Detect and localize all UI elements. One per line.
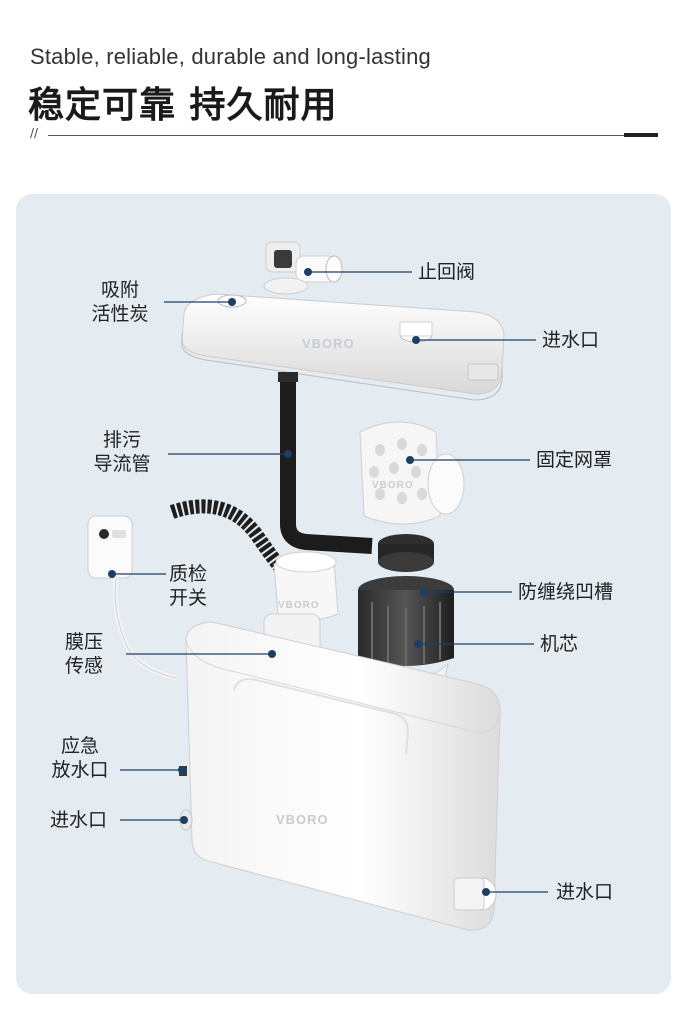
impeller-cap-part [378,534,434,572]
leader-lines [112,271,548,893]
callout-emergency-drain-line2: 放水口 [51,759,109,781]
callout-activated-carbon: 吸附 活性炭 [80,278,160,326]
callout-emergency-drain: 应急 放水口 [44,734,116,782]
callout-inlet-top: 进水口 [542,329,600,351]
product-panel: VBORO VBORO [16,194,671,994]
callout-pressure-sensor-line1: 膜压 [64,631,103,653]
mesh-brand-watermark: VBORO [372,480,414,491]
callout-pressure-sensor: 膜压 传感 [52,630,116,678]
controller-box-part [87,515,177,681]
callout-quality-switch-line2: 开关 [168,587,207,609]
title-chinese: 稳定可靠 持久耐用 [28,85,338,126]
mesh-cover-part: VBORO [359,421,465,525]
exploded-view-illustration: VBORO VBORO [87,241,548,931]
tank-body-part: VBORO [179,621,501,931]
title-english: Stable, reliable, durable and long-lasti… [30,44,431,69]
callout-discharge-pipe-line1: 排污 [102,429,141,451]
lid-brand-watermark: VBORO [302,336,355,351]
lid-part: VBORO [181,293,505,401]
tank-brand-watermark: VBORO [276,812,329,827]
callout-inlet-bottom: 进水口 [556,881,614,903]
callout-activated-carbon-line2: 活性炭 [91,303,149,325]
callout-activated-carbon-line1: 吸附 [100,279,139,301]
callout-motor-core: 机芯 [540,633,579,655]
callout-discharge-pipe-line2: 导流管 [93,453,151,475]
callout-check-valve: 止回阀 [418,261,476,283]
callout-quality-switch-line1: 质检 [168,563,207,585]
callout-discharge-pipe: 排污 导流管 [82,428,162,476]
check-valve-part [263,241,343,295]
callout-pressure-sensor-line2: 传感 [64,655,103,677]
slash-mark: // [30,126,39,140]
callout-quality-switch: 质检 开关 [160,562,216,610]
callout-fixed-mesh-cover: 固定网罩 [536,449,613,471]
divider-line [48,135,626,136]
divider-accent [624,133,658,137]
discharge-pipe-part [278,372,373,554]
callout-anti-tangle-groove: 防缠绕凹槽 [518,581,614,603]
leader-dots [108,268,490,896]
switch-brand-watermark: VBORO [278,600,320,611]
callout-emergency-drain-line1: 应急 [60,735,99,757]
callout-inlet-side: 进水口 [50,809,108,831]
